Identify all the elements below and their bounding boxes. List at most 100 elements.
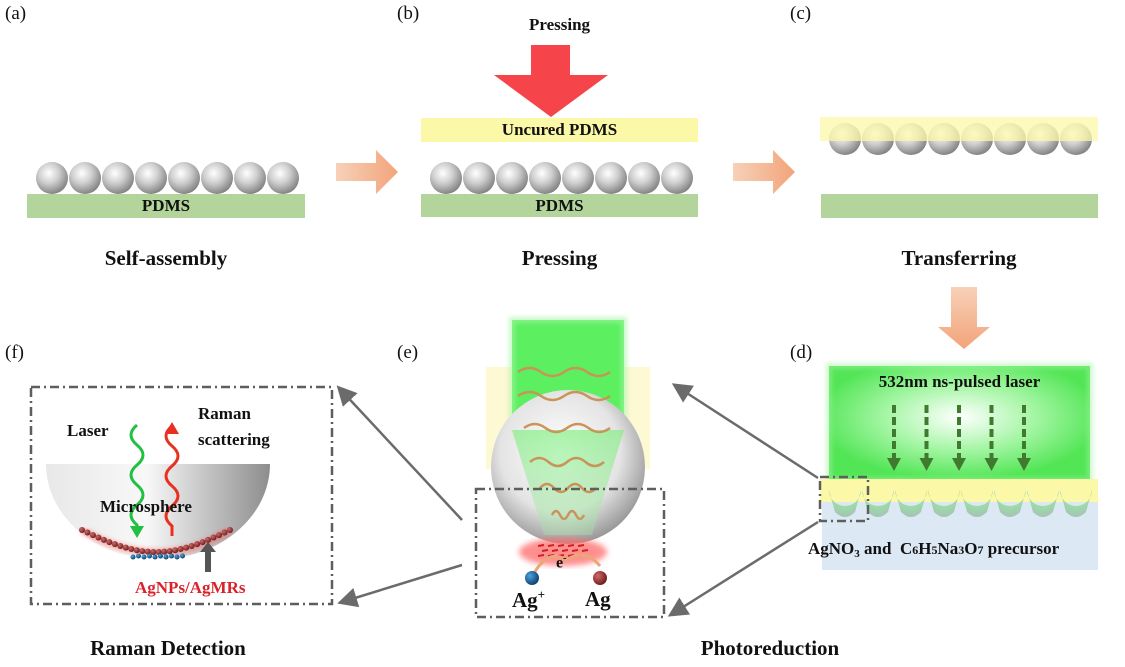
- ag-nanoparticle: [89, 532, 96, 539]
- ag-nanoparticle: [84, 529, 91, 536]
- caption-photoreduction: Photoreduction: [700, 636, 840, 660]
- agnp-dash: [551, 549, 559, 552]
- panel-c-graphic: [820, 117, 1098, 218]
- connector-d-to-e-bottom: [667, 520, 819, 617]
- light-wave: [517, 366, 611, 378]
- ag-nanoparticle: [166, 548, 173, 555]
- ag-nanoparticle: [221, 529, 228, 536]
- panel-d-graphic: [818, 363, 1098, 570]
- laser-arrowhead: [919, 458, 934, 471]
- ag-atom-label: Ag: [585, 587, 611, 611]
- panel-label-a: (a): [5, 3, 27, 24]
- microsphere: [529, 162, 561, 194]
- ag-nanoparticle: [79, 527, 85, 533]
- embedded-microsphere: [994, 490, 1026, 517]
- ag-ion-particle: [174, 554, 180, 560]
- ag-nanoparticle: [177, 546, 184, 553]
- pdms-substrate-c: [821, 194, 1098, 218]
- agnp-dash: [547, 544, 555, 547]
- raman-label-line2: scattering: [198, 430, 270, 449]
- agnp-dash: [571, 549, 579, 552]
- connector-d-to-e-top: [671, 383, 819, 480]
- ag-nanoparticle: [155, 548, 162, 555]
- microsphere: [595, 162, 627, 194]
- embedded-microsphere: [895, 490, 927, 517]
- ag-nanoparticle: [128, 546, 135, 553]
- pressing-force-label: Pressing: [528, 15, 591, 34]
- laser-arrowhead: [984, 458, 999, 471]
- laser-label-d: 532nm ns-pulsed laser: [878, 372, 1041, 391]
- pdms-substrate-b: [421, 194, 698, 217]
- agnp-dash: [557, 544, 565, 547]
- electron-transfer-arrow: [531, 553, 602, 576]
- agnp-dash: [537, 554, 545, 557]
- zoom-box-f: [29, 385, 334, 606]
- microsphere: [628, 162, 660, 194]
- ag-ion-particle: [158, 553, 163, 559]
- caption-pressing: Pressing: [521, 246, 598, 270]
- microsphere: [562, 162, 594, 194]
- laser-arrowhead: [1017, 458, 1031, 471]
- laser-arrowhead: [887, 458, 901, 471]
- caption-transferring: Transferring: [901, 246, 1017, 270]
- raman-label-line1: Raman: [198, 404, 251, 423]
- ag-nanoparticle: [194, 541, 201, 548]
- uncured-pdms-label: Uncured PDMS: [501, 120, 618, 139]
- agnp-dash: [561, 549, 569, 552]
- microsphere: [267, 162, 299, 194]
- embedded-microsphere: [928, 490, 960, 517]
- panel-label-e: (e): [397, 342, 419, 363]
- pdms-substrate-a: [27, 194, 305, 218]
- ag-nanoparticle: [227, 527, 233, 533]
- microsphere-label: Microsphere: [100, 497, 192, 516]
- connector-e-to-f-bottom: [337, 563, 463, 608]
- microsphere: [234, 162, 266, 194]
- press-arrow: [494, 45, 608, 117]
- ag-ion-label: Ag+: [512, 587, 546, 612]
- ag-nanoparticle: [100, 536, 107, 543]
- embedded-microsphere: [1027, 490, 1059, 517]
- panel-e-graphic: [474, 317, 666, 619]
- ag-nanoparticle: [144, 548, 151, 555]
- focused-beam-cone: [512, 430, 624, 535]
- agnp-dash: [577, 544, 585, 547]
- microsphere: [36, 162, 68, 194]
- laser-wave-f: [129, 423, 145, 535]
- pdms-label-a: PDMS: [141, 196, 191, 215]
- microsphere: [661, 162, 693, 194]
- microsphere: [69, 162, 101, 194]
- light-wave: [550, 509, 586, 521]
- precursor-label: AgNO3 and C6H5Na3O7 precursor: [808, 539, 1060, 560]
- caption-self-assembly: Self-assembly: [104, 246, 228, 270]
- ag-nanoparticle: [95, 534, 102, 541]
- ag-ion-particle: [136, 553, 141, 559]
- light-wave: [539, 482, 597, 494]
- raman-wave-f: [164, 424, 180, 536]
- uncured-pdms-layer: [421, 118, 698, 142]
- ag-ion-particle: [152, 554, 158, 560]
- light-wave: [517, 390, 611, 402]
- ag-nanoparticle: [106, 539, 113, 546]
- panel-label-f: (f): [5, 342, 24, 363]
- agnps-label: AgNPs/AgMRs: [135, 578, 246, 597]
- ag-ion-particle: [141, 554, 147, 560]
- panel-a-graphic: [27, 162, 305, 218]
- ag-nanoparticle: [210, 534, 217, 541]
- agnp-dash: [581, 549, 589, 552]
- ag-nanoparticle: [188, 543, 195, 550]
- zoom-box-d: [818, 475, 870, 523]
- agnp-dash: [541, 549, 549, 552]
- ag-ion-particle: [180, 553, 185, 559]
- flow-arrow-a-to-b: [336, 150, 398, 194]
- ag-nanoparticle: [161, 548, 168, 555]
- ag-nanoparticle: [133, 547, 140, 554]
- ag-nanoparticle: [111, 541, 118, 548]
- ag-nanoparticle: [139, 548, 146, 555]
- microsphere: [496, 162, 528, 194]
- pdms-label-b: PDMS: [535, 196, 584, 215]
- electron-label: e-: [556, 553, 567, 572]
- microsphere: [102, 162, 134, 194]
- embedded-microsphere: [1060, 490, 1092, 517]
- embedded-sphere-row-d: [829, 490, 1092, 517]
